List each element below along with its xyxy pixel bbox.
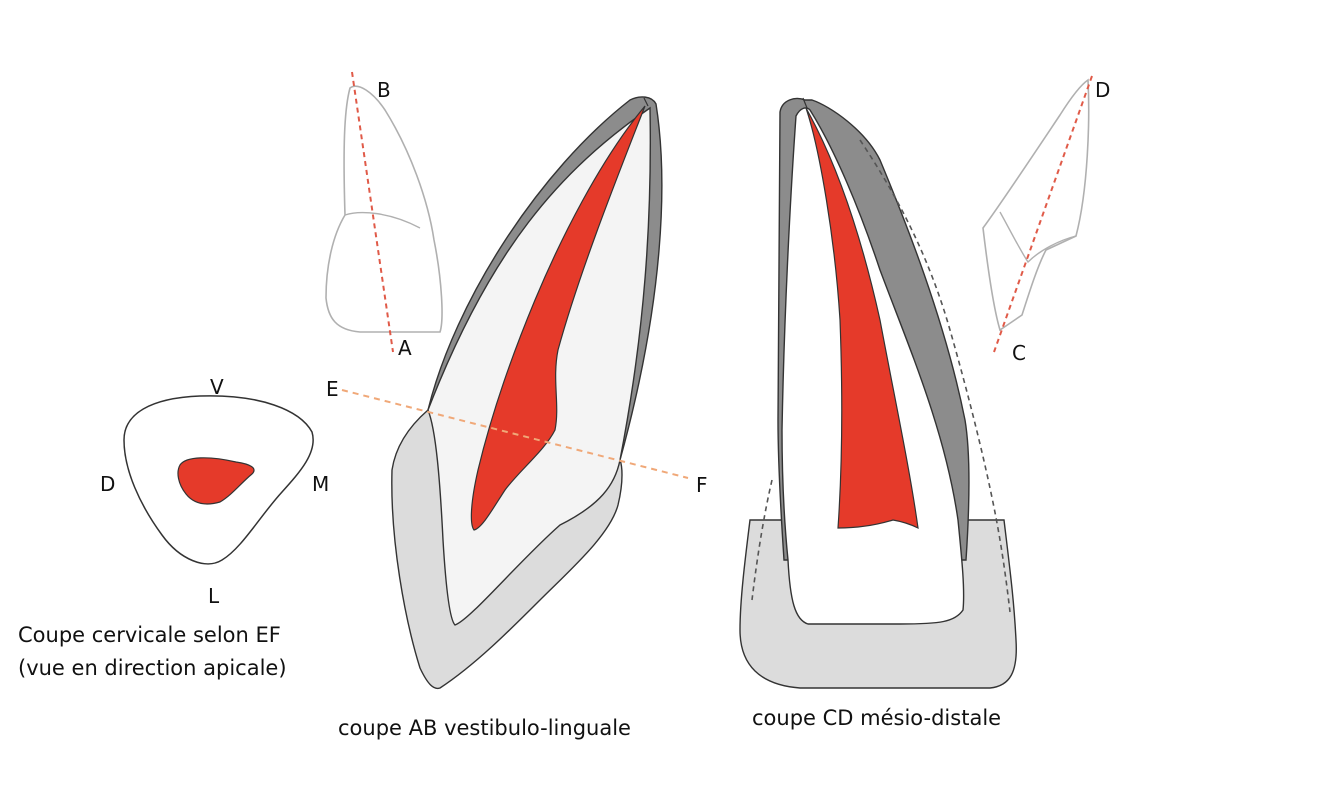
small-tooth-ab: B A — [325, 71, 443, 360]
section-cd-tip-divider — [802, 97, 808, 109]
section-line-cd — [993, 75, 1093, 353]
section-cd-dashed-outline-right — [859, 139, 1011, 613]
cross-section-caption-line1: Coupe cervicale selon EF — [18, 623, 281, 647]
section-line-ef-dashes — [341, 389, 689, 479]
cross-section-caption-line2: (vue en direction apicale) — [18, 656, 287, 680]
label-a: A — [398, 336, 412, 360]
label-b: B — [377, 78, 391, 102]
small-tooth-ab-outline — [325, 85, 443, 333]
section-ab-tip-divider — [643, 97, 649, 107]
small-tooth-cd-outline — [982, 78, 1090, 332]
section-ab-caption: coupe AB vestibulo-linguale — [338, 716, 631, 740]
section-ab-pulp — [470, 105, 646, 531]
section-ab-tooth — [391, 96, 663, 690]
cross-section-pulp — [177, 457, 255, 505]
label-c: C — [1012, 341, 1026, 365]
label-f: F — [696, 473, 708, 497]
small-tooth-cd-cej — [999, 211, 1077, 264]
cervical-cross-section: V D M L Coupe cervicale selon EF (vue en… — [18, 375, 329, 680]
section-cd-pulp — [805, 107, 919, 530]
small-tooth-cd: D C — [982, 75, 1110, 365]
small-tooth-ab-cej — [344, 211, 421, 229]
section-cd-tooth — [739, 97, 1017, 689]
section-cd-caption: coupe CD mésio-distale — [752, 706, 1001, 730]
label-m: M — [312, 472, 329, 496]
label-d: D — [100, 472, 115, 496]
label-d-small: D — [1095, 78, 1110, 102]
section-line-ef: E F — [326, 377, 708, 497]
label-v: V — [210, 375, 224, 399]
label-e: E — [326, 377, 339, 401]
section-line-ab — [351, 71, 394, 353]
section-cd-dashed-outline-left — [751, 479, 773, 601]
label-l: L — [208, 584, 220, 608]
